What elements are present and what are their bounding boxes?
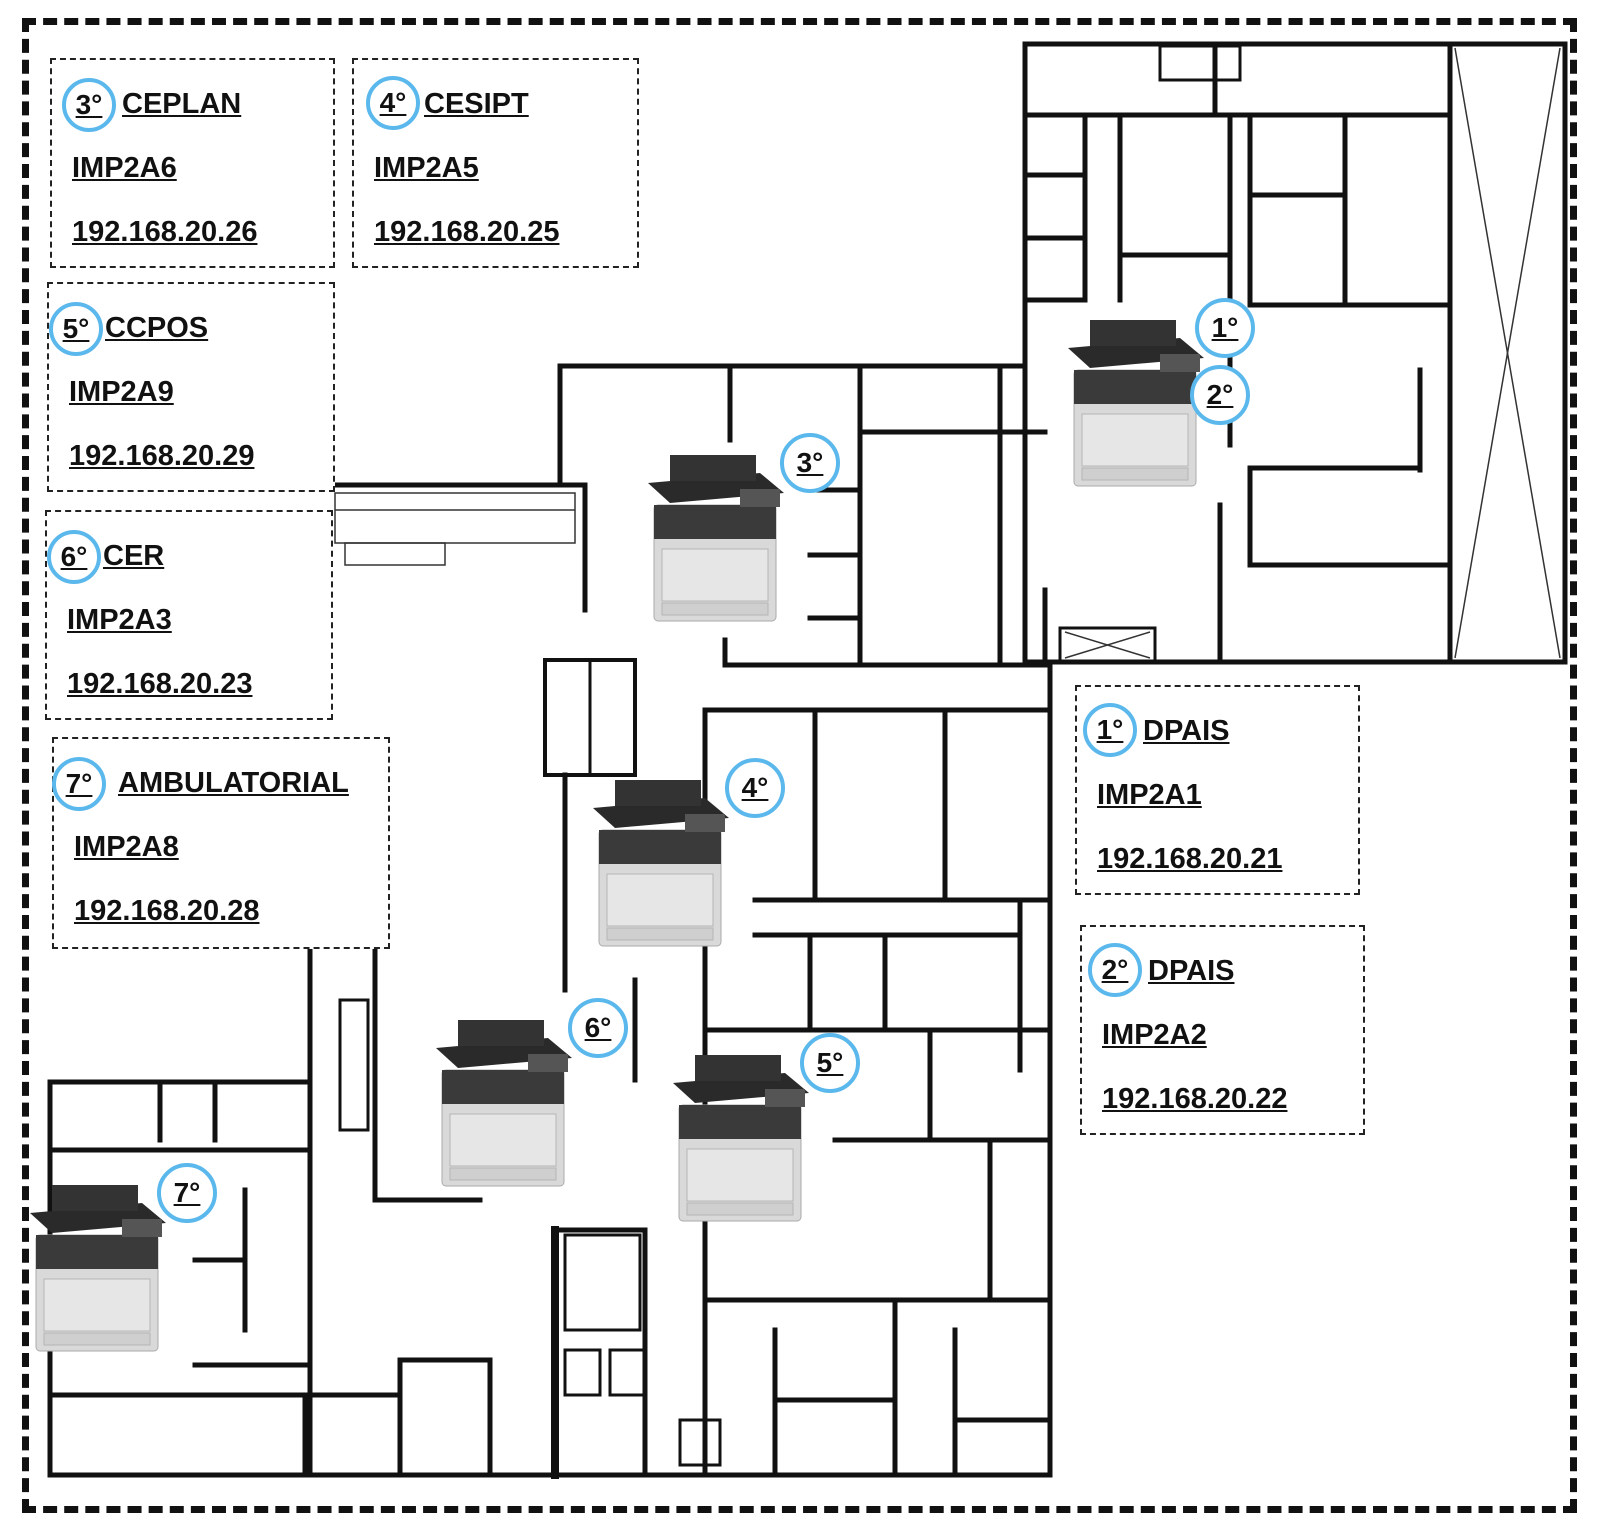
printer-name: IMP2A3 [67, 604, 172, 636]
printer-icon [1060, 310, 1210, 490]
label-box-cer: 6° CER IMP2A3 192.168.20.23 [45, 510, 333, 720]
printer-name: IMP2A5 [374, 152, 479, 184]
printer-icon [665, 1045, 815, 1225]
site-boundary [22, 18, 1577, 1513]
printer-icon [585, 770, 735, 950]
floor-badge: 3° [780, 433, 840, 493]
department-name: DPAIS [1148, 955, 1235, 987]
label-box-dpais-1: 1° DPAIS IMP2A1 192.168.20.21 [1075, 685, 1360, 895]
printer-marker-floor-7[interactable]: 7° [22, 1163, 217, 1355]
floor-badge: 7° [52, 757, 106, 811]
printer-marker-floors-1-2[interactable]: 1° 2° [1060, 298, 1255, 490]
floor-badge: 1° [1083, 703, 1137, 757]
printer-name: IMP2A9 [69, 376, 174, 408]
label-box-ceplan: 3° CEPLAN IMP2A6 192.168.20.26 [50, 58, 335, 268]
label-box-cesipt: 4° CESIPT IMP2A5 192.168.20.25 [352, 58, 639, 268]
printer-icon [640, 445, 790, 625]
department-name: CESIPT [424, 88, 529, 120]
floor-badge: 1° [1195, 298, 1255, 358]
printer-ip: 192.168.20.25 [374, 216, 560, 248]
floor-badge: 3° [62, 78, 116, 132]
label-heading: 5° CCPOS [49, 302, 209, 356]
printer-ip: 192.168.20.21 [1097, 843, 1283, 875]
floor-badge: 4° [366, 76, 420, 130]
printer-marker-floor-5[interactable]: 5° [665, 1033, 860, 1225]
label-heading: 4° CESIPT [366, 76, 529, 130]
department-name: CER [103, 540, 165, 572]
printer-ip: 192.168.20.29 [69, 440, 255, 472]
floor-badge: 4° [725, 758, 785, 818]
printer-name: IMP2A1 [1097, 779, 1202, 811]
printer-icon [22, 1175, 172, 1355]
printer-marker-floor-3[interactable]: 3° [640, 433, 840, 625]
floor-badge: 6° [47, 530, 101, 584]
label-heading: 7° AMBULATORIAL [52, 757, 349, 811]
printer-name: IMP2A2 [1102, 1019, 1207, 1051]
printer-ip: 192.168.20.22 [1102, 1083, 1288, 1115]
label-box-dpais-2: 2° DPAIS IMP2A2 192.168.20.22 [1080, 925, 1365, 1135]
department-name: DPAIS [1143, 715, 1230, 747]
printer-ip: 192.168.20.23 [67, 668, 253, 700]
printer-name: IMP2A6 [72, 152, 177, 184]
department-name: CCPOS [105, 312, 209, 344]
floor-badge: 7° [157, 1163, 217, 1223]
label-heading: 1° DPAIS [1083, 703, 1230, 757]
label-box-ambulatorial: 7° AMBULATORIAL IMP2A8 192.168.20.28 [52, 737, 390, 949]
floor-badge: 5° [800, 1033, 860, 1093]
floor-badge: 5° [49, 302, 103, 356]
printer-name: IMP2A8 [74, 831, 179, 863]
label-box-ccpos: 5° CCPOS IMP2A9 192.168.20.29 [47, 282, 335, 492]
floor-badge: 2° [1190, 365, 1250, 425]
printer-marker-floor-4[interactable]: 4° [585, 758, 785, 950]
label-heading: 3° CEPLAN [62, 78, 242, 132]
printer-ip: 192.168.20.26 [72, 216, 258, 248]
department-name: CEPLAN [122, 88, 242, 120]
label-heading: 6° CER [47, 530, 165, 584]
printer-marker-floor-6[interactable]: 6° [428, 998, 628, 1190]
printer-icon [428, 1010, 578, 1190]
department-name: AMBULATORIAL [118, 767, 349, 799]
printer-ip: 192.168.20.28 [74, 895, 260, 927]
label-heading: 2° DPAIS [1088, 943, 1235, 997]
floor-badge: 6° [568, 998, 628, 1058]
floor-badge: 2° [1088, 943, 1142, 997]
